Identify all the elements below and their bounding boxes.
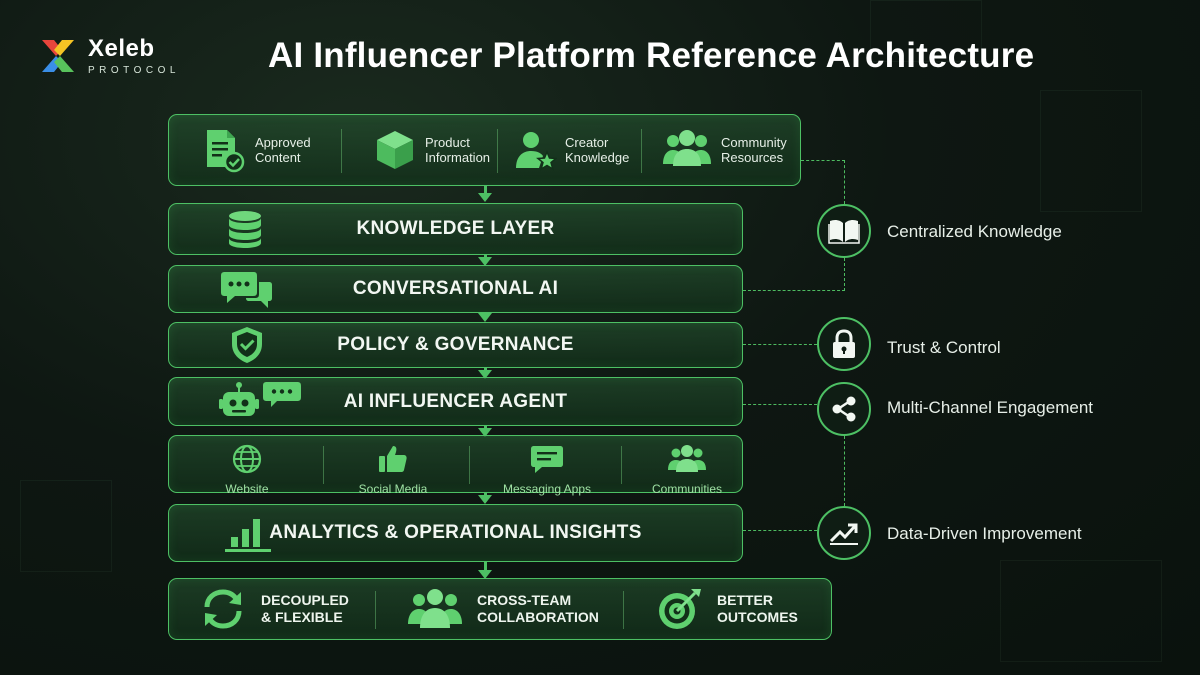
trust-control-circle bbox=[817, 317, 871, 371]
connector-line bbox=[844, 258, 845, 291]
connector-line bbox=[801, 160, 845, 161]
layer-title: KNOWLEDGE LAYER bbox=[356, 218, 555, 239]
divider bbox=[623, 591, 624, 629]
background-decoration bbox=[1000, 560, 1162, 662]
channel-label: Communities bbox=[651, 482, 723, 496]
analytics-layer: ANALYTICS & OPERATIONAL INSIGHTS bbox=[168, 504, 743, 562]
page-title: AI Influencer Platform Reference Archite… bbox=[268, 36, 1035, 75]
connector-line bbox=[743, 344, 817, 345]
target-icon bbox=[659, 589, 701, 629]
chat-bubbles-icon bbox=[221, 272, 272, 308]
connector-line bbox=[844, 436, 845, 506]
book-icon bbox=[828, 219, 860, 244]
group-icon bbox=[668, 445, 706, 472]
share-icon bbox=[832, 396, 856, 422]
refresh-icon bbox=[204, 589, 242, 629]
team-icon bbox=[408, 589, 462, 628]
channels-box: Website Social Media Messaging Apps Comm… bbox=[168, 435, 743, 496]
background-decoration bbox=[870, 0, 982, 62]
channel-label: Social Media bbox=[358, 482, 428, 496]
connector-line bbox=[743, 290, 845, 291]
connector-line bbox=[743, 530, 817, 531]
layer-title: ANALYTICS & OPERATIONAL INSIGHTS bbox=[269, 522, 642, 543]
divider bbox=[469, 446, 470, 484]
box-icon bbox=[377, 131, 413, 169]
benefit-label: Centralized Knowledge bbox=[887, 222, 1062, 241]
benefit-label: Data-Driven Improvement bbox=[887, 524, 1082, 543]
chat-icon bbox=[531, 446, 563, 473]
layer-title: CONVERSATIONAL AI bbox=[352, 278, 559, 299]
benefit-label: Multi-Channel Engagement bbox=[887, 398, 1094, 417]
channel-label: Messaging Apps bbox=[502, 482, 592, 496]
channel-label: Website bbox=[225, 482, 269, 496]
ai-influencer-agent-layer: AI INFLUENCER AGENT bbox=[168, 377, 743, 426]
outcome-decoupled: DECOUPLED& FLEXIBLE bbox=[199, 587, 349, 631]
background-decoration bbox=[1040, 90, 1142, 212]
shield-check-icon bbox=[232, 327, 262, 363]
divider bbox=[375, 591, 376, 629]
divider bbox=[323, 446, 324, 484]
background-decoration bbox=[20, 480, 112, 572]
thumbs-up-icon bbox=[379, 446, 407, 472]
channel-messaging-apps: Messaging Apps bbox=[477, 444, 617, 496]
xeleb-logo-icon bbox=[42, 40, 74, 72]
logo-subtitle: PROTOCOL bbox=[88, 64, 180, 76]
globe-icon bbox=[232, 444, 262, 474]
connector-line bbox=[743, 404, 817, 405]
connector-line bbox=[844, 160, 845, 204]
data-driven-circle bbox=[817, 506, 871, 560]
layer-title: POLICY & GOVERNANCE bbox=[337, 334, 574, 355]
bar-chart-icon bbox=[225, 519, 271, 552]
user-star-icon bbox=[516, 132, 557, 171]
channel-website: Website bbox=[177, 444, 317, 496]
layer-title: AI INFLUENCER AGENT bbox=[343, 390, 568, 412]
outcome-label: DECOUPLED& FLEXIBLE bbox=[261, 592, 349, 625]
channel-communities: Communities bbox=[617, 444, 757, 496]
divider bbox=[341, 129, 342, 173]
channel-social-media: Social Media bbox=[323, 444, 463, 496]
document-check-icon bbox=[207, 130, 245, 173]
brand-logo: Xeleb PROTOCOL bbox=[36, 34, 180, 78]
group-icon bbox=[663, 130, 711, 166]
benefit-label: Trust & Control bbox=[887, 338, 1001, 357]
multi-channel-circle bbox=[817, 382, 871, 436]
centralized-knowledge-circle bbox=[817, 204, 871, 258]
divider bbox=[641, 129, 642, 173]
robot-icon bbox=[219, 381, 301, 416]
divider bbox=[497, 129, 498, 173]
logo-name: Xeleb bbox=[88, 34, 155, 62]
knowledge-layer: KNOWLEDGE LAYER bbox=[168, 203, 743, 255]
conversational-ai-layer: CONVERSATIONAL AI bbox=[168, 265, 743, 313]
policy-governance-layer: POLICY & GOVERNANCE bbox=[168, 322, 743, 368]
lock-icon bbox=[833, 329, 855, 358]
trend-up-icon bbox=[829, 523, 858, 545]
divider bbox=[621, 446, 622, 484]
database-icon bbox=[229, 211, 261, 248]
